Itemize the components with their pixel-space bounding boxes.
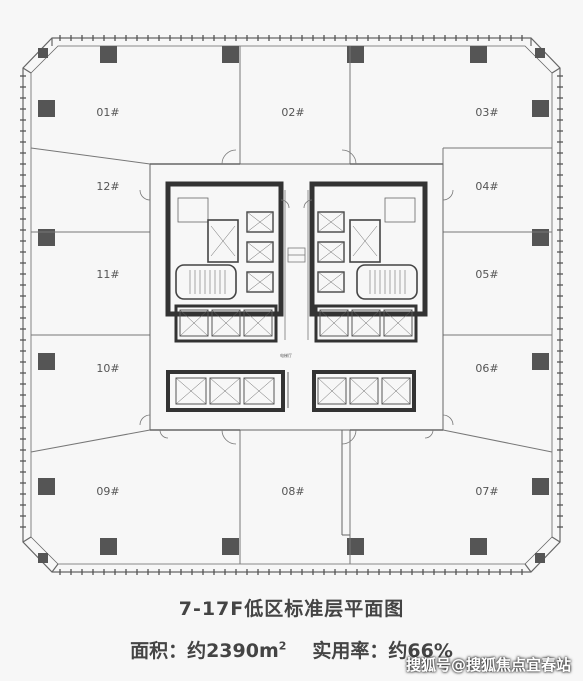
unit-label-09: 09# bbox=[96, 485, 119, 498]
floor-plan: 电梯厅 01# 02# 03# 12# 04# 11# 05# 10 bbox=[20, 35, 563, 575]
efficiency-text: 实用率：约66% bbox=[312, 640, 453, 662]
area-unit-sup: 2 bbox=[278, 639, 287, 653]
unit-label-11: 11# bbox=[96, 268, 119, 281]
unit-label-03: 03# bbox=[475, 106, 498, 119]
unit-label-06: 06# bbox=[475, 362, 498, 375]
plan-stats: 面积：约2390m2 实用率：约66% bbox=[0, 636, 583, 663]
elevator-bank-lower-right bbox=[312, 370, 416, 412]
core-block-left bbox=[165, 181, 284, 343]
unit-label-10: 10# bbox=[96, 362, 119, 375]
watermark: 搜狐号@搜狐焦点宜春站 bbox=[405, 656, 571, 674]
core-outline bbox=[149, 163, 444, 536]
unit-label-01: 01# bbox=[96, 106, 119, 119]
unit-label-07: 07# bbox=[475, 485, 498, 498]
structural-columns bbox=[38, 46, 549, 563]
window-mullions bbox=[20, 35, 563, 575]
lift-hall-label: 电梯厅 bbox=[280, 352, 292, 358]
unit-label-02: 02# bbox=[281, 106, 304, 119]
core-block-right bbox=[309, 181, 428, 343]
core-corridor bbox=[280, 190, 313, 340]
plan-title: 7-17F低区标准层平面图 bbox=[178, 598, 405, 620]
elevator-bank-lower-left bbox=[166, 370, 289, 412]
unit-label-08: 08# bbox=[281, 485, 304, 498]
unit-label-12: 12# bbox=[96, 180, 119, 193]
door-swings bbox=[139, 149, 454, 445]
area-text: 面积：约2390m bbox=[130, 640, 279, 662]
unit-label-04: 04# bbox=[475, 180, 498, 193]
unit-labels: 01# 02# 03# 12# 04# 11# 05# 10# 06# 09# … bbox=[96, 106, 498, 498]
unit-label-05: 05# bbox=[475, 268, 498, 281]
